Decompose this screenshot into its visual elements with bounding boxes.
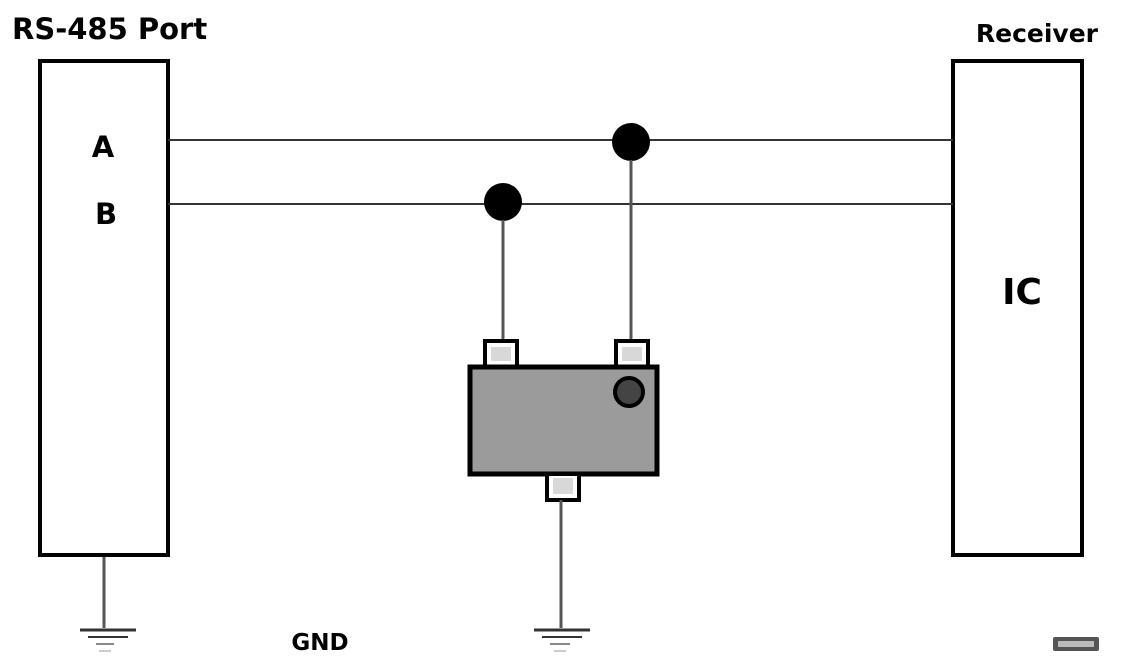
receiver-title: Receiver [976, 19, 1099, 48]
device-ground-icon [534, 628, 590, 652]
device-pin1-marker-icon [613, 376, 645, 408]
device-pin-a-pad [622, 347, 642, 361]
rs485-port-block [38, 59, 170, 557]
port-ground-icon [80, 628, 136, 652]
rs485-port-title: RS-485 Port [12, 12, 207, 46]
receiver-ic-block [951, 59, 1084, 557]
line-a-label: A [92, 130, 115, 164]
device-pin-b-pad [491, 347, 511, 361]
gnd-label: GND [291, 630, 348, 656]
junction-a-icon [612, 123, 650, 161]
corner-mark-icon [1053, 637, 1099, 651]
device-pin-b [483, 339, 519, 369]
device-pin-gnd-pad [553, 478, 573, 494]
ic-label: IC [1002, 272, 1042, 313]
line-b-label: B [95, 197, 117, 231]
junction-b-icon [484, 183, 522, 221]
